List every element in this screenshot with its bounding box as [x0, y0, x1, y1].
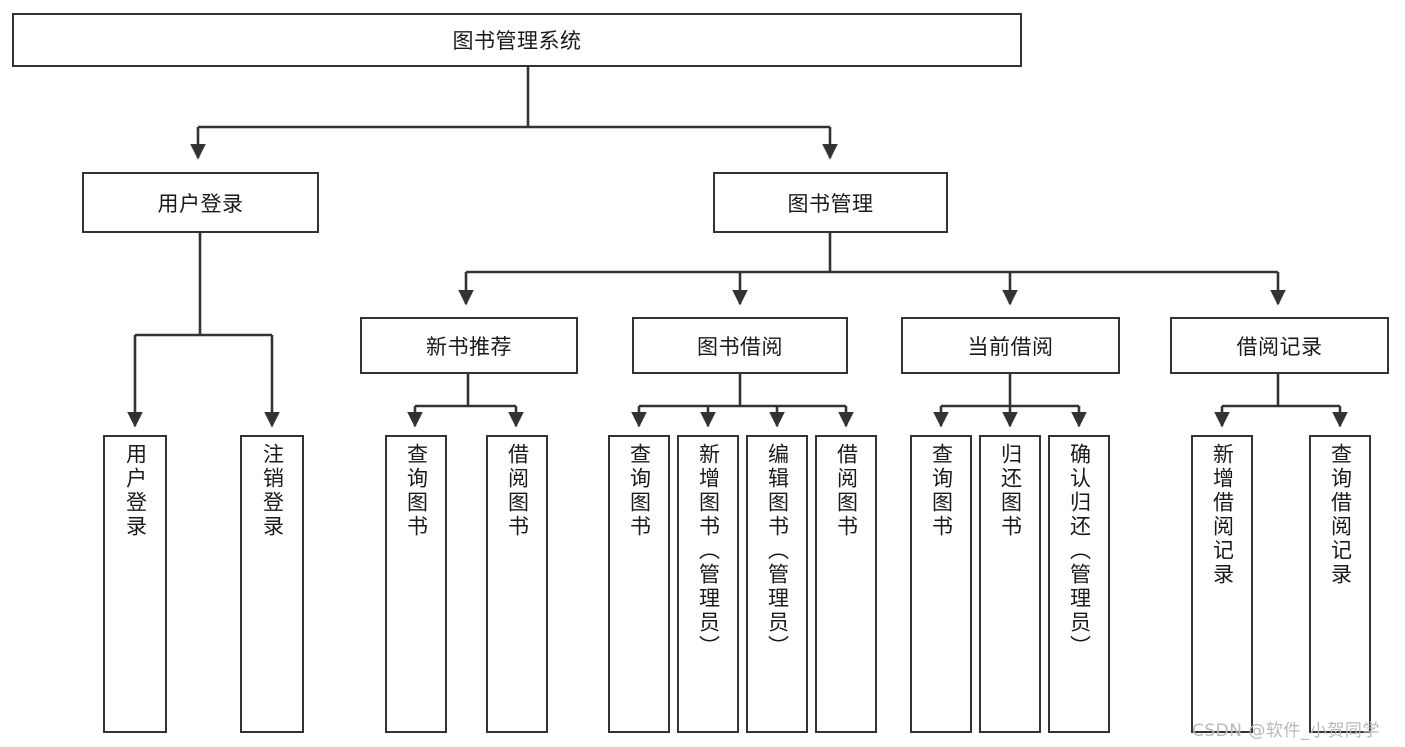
node-label: 查询图书: [404, 443, 429, 539]
leaf-borrow-edit-book[interactable]: 编辑图书（管理员）: [746, 435, 808, 733]
leaf-current-return-book[interactable]: 归还图书: [979, 435, 1041, 733]
node-label: 归还图书: [998, 443, 1023, 539]
node-label: 用户登录: [123, 443, 148, 539]
leaf-record-add[interactable]: 新增借阅记录: [1191, 435, 1253, 733]
node-label: 确认归还（管理员）: [1067, 443, 1092, 659]
node-label: 当前借阅: [967, 334, 1054, 359]
leaf-current-query-book[interactable]: 查询图书: [910, 435, 972, 733]
node-label: 编辑图书（管理员）: [765, 443, 790, 659]
node-label: 用户登录: [157, 191, 244, 216]
node-current-borrow[interactable]: 当前借阅: [901, 317, 1120, 374]
node-book-borrow[interactable]: 图书借阅: [632, 317, 848, 374]
node-label: 图书管理系统: [452, 29, 582, 53]
node-new-book-recommend[interactable]: 新书推荐: [360, 317, 578, 374]
node-label: 图书借阅: [697, 334, 783, 359]
leaf-record-query[interactable]: 查询借阅记录: [1309, 435, 1371, 733]
node-root-system[interactable]: 图书管理系统: [12, 13, 1022, 67]
node-label: 图书管理: [787, 191, 874, 216]
node-label: 借阅记录: [1236, 334, 1323, 359]
node-label: 查询借阅记录: [1328, 443, 1353, 587]
node-label: 查询图书: [929, 443, 954, 539]
leaf-current-confirm-return[interactable]: 确认归还（管理员）: [1048, 435, 1110, 733]
node-label: 新书推荐: [426, 334, 512, 359]
leaf-user-login-login[interactable]: 用户登录: [103, 435, 167, 733]
leaf-user-login-logout[interactable]: 注销登录: [240, 435, 304, 733]
watermark-text: CSDN @软件_小贺同学: [1192, 721, 1380, 741]
leaf-borrow-add-book[interactable]: 新增图书（管理员）: [677, 435, 739, 733]
leaf-borrow-query-book[interactable]: 查询图书: [608, 435, 670, 733]
node-book-management[interactable]: 图书管理: [713, 172, 948, 233]
node-label: 借阅图书: [505, 443, 530, 539]
node-borrow-record[interactable]: 借阅记录: [1170, 317, 1389, 374]
leaf-borrow-borrow-book[interactable]: 借阅图书: [815, 435, 877, 733]
leaf-new-book-query[interactable]: 查询图书: [385, 435, 447, 733]
node-label: 新增图书（管理员）: [696, 443, 721, 659]
node-user-login[interactable]: 用户登录: [82, 172, 319, 233]
node-label: 查询图书: [627, 443, 652, 539]
node-label: 借阅图书: [834, 443, 859, 539]
leaf-new-book-borrow[interactable]: 借阅图书: [486, 435, 548, 733]
node-label: 注销登录: [260, 443, 285, 539]
node-label: 新增借阅记录: [1210, 443, 1235, 587]
